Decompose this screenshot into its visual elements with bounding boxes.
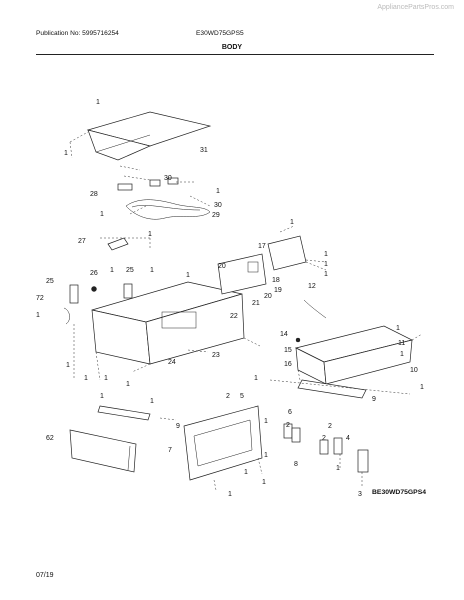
- switch-8: [291, 427, 301, 443]
- callout-23: 23: [212, 352, 220, 359]
- callout-9: 9: [176, 423, 180, 430]
- callout-1: 1: [84, 375, 88, 382]
- callout-20: 20: [264, 293, 272, 300]
- callout-12: 12: [308, 283, 316, 290]
- callout-17: 17: [258, 243, 266, 250]
- callout-25: 25: [126, 267, 134, 274]
- callout-18: 18: [272, 277, 280, 284]
- callout-1: 1: [254, 375, 258, 382]
- diagram-code: BE30WD75GPS4: [372, 489, 427, 496]
- callout-1: 1: [290, 219, 294, 226]
- part-25-left: [69, 284, 79, 304]
- callout-1: 1: [228, 491, 232, 498]
- section-title: BODY: [221, 44, 243, 51]
- callout-7: 7: [168, 447, 172, 454]
- part-25: [123, 283, 133, 299]
- callout-1: 1: [244, 469, 248, 476]
- callout-14: 14: [280, 331, 288, 338]
- callout-11: 11: [398, 340, 405, 347]
- callout-10: 10: [410, 367, 418, 374]
- callout-1: 1: [148, 231, 152, 238]
- bracket-30b: [167, 177, 179, 185]
- bracket-28: [117, 183, 133, 191]
- callout-1: 1: [264, 452, 268, 459]
- callout-1: 1: [186, 272, 190, 279]
- callout-2: 2: [328, 423, 332, 430]
- callout-25: 25: [46, 278, 54, 285]
- callout-16: 16: [284, 361, 292, 368]
- heating-element: [125, 199, 211, 220]
- front-panel-62: [69, 429, 137, 473]
- part-26: [91, 286, 97, 292]
- callout-5: 5: [240, 393, 244, 400]
- callout-20: 20: [218, 263, 226, 270]
- callout-1: 1: [96, 99, 100, 106]
- part-2: [319, 439, 329, 455]
- callout-1: 1: [336, 465, 340, 472]
- callout-1: 1: [264, 418, 268, 425]
- bracket-27: [107, 237, 129, 251]
- callout-21: 21: [252, 300, 260, 307]
- callout-2: 2: [226, 393, 230, 400]
- callout-1: 1: [104, 375, 108, 382]
- callout-1: 1: [216, 188, 220, 195]
- callout-1: 1: [100, 393, 104, 400]
- callout-1: 1: [420, 384, 424, 391]
- header-rule: [36, 54, 434, 55]
- part-3: [357, 449, 369, 473]
- callout-1: 1: [100, 211, 104, 218]
- callout-2: 2: [322, 435, 326, 442]
- callout-15: 15: [284, 347, 292, 354]
- callout-1: 1: [324, 261, 328, 268]
- callout-4: 4: [346, 435, 350, 442]
- callout-24: 24: [168, 359, 176, 366]
- bracket-30a: [149, 179, 161, 187]
- door-frame: [183, 405, 263, 481]
- callout-1: 1: [262, 479, 266, 486]
- site-watermark: AppliancePartsPros.com: [377, 4, 454, 11]
- rail-9-left: [97, 405, 151, 421]
- callout-29: 29: [212, 212, 220, 219]
- callout-1: 1: [324, 251, 328, 258]
- callout-1: 1: [324, 271, 328, 278]
- callout-1: 1: [64, 150, 68, 157]
- callout-30: 30: [164, 175, 172, 182]
- callout-9: 9: [372, 396, 376, 403]
- callout-1: 1: [150, 267, 154, 274]
- callout-62: 62: [46, 435, 54, 442]
- callout-8: 8: [294, 461, 298, 468]
- callout-6: 6: [288, 409, 292, 416]
- callout-28: 28: [90, 191, 98, 198]
- publication-number: Publication No: 5995716254: [36, 30, 119, 37]
- callout-1: 1: [110, 267, 114, 274]
- part-72: [63, 307, 70, 325]
- callout-1: 1: [36, 312, 40, 319]
- part-4: [333, 437, 343, 455]
- callout-1: 1: [66, 362, 70, 369]
- callout-30: 30: [214, 202, 222, 209]
- callout-19: 19: [274, 287, 282, 294]
- callout-26: 26: [90, 270, 98, 277]
- callout-1: 1: [126, 381, 130, 388]
- callout-22: 22: [230, 313, 238, 320]
- callout-3: 3: [358, 491, 362, 498]
- callout-1: 1: [396, 325, 400, 332]
- model-number: E30WD75GPS5: [196, 30, 244, 37]
- callout-72: 72: [36, 295, 44, 302]
- callout-1: 1: [400, 351, 404, 358]
- cable-12: [303, 299, 327, 319]
- callout-1: 1: [150, 398, 154, 405]
- right-housing-side: [323, 339, 413, 385]
- callout-31: 31: [200, 147, 208, 154]
- control-board: [217, 253, 267, 295]
- callout-2: 2: [286, 422, 290, 429]
- callout-27: 27: [78, 238, 86, 245]
- footer-date: 07/19: [36, 572, 54, 579]
